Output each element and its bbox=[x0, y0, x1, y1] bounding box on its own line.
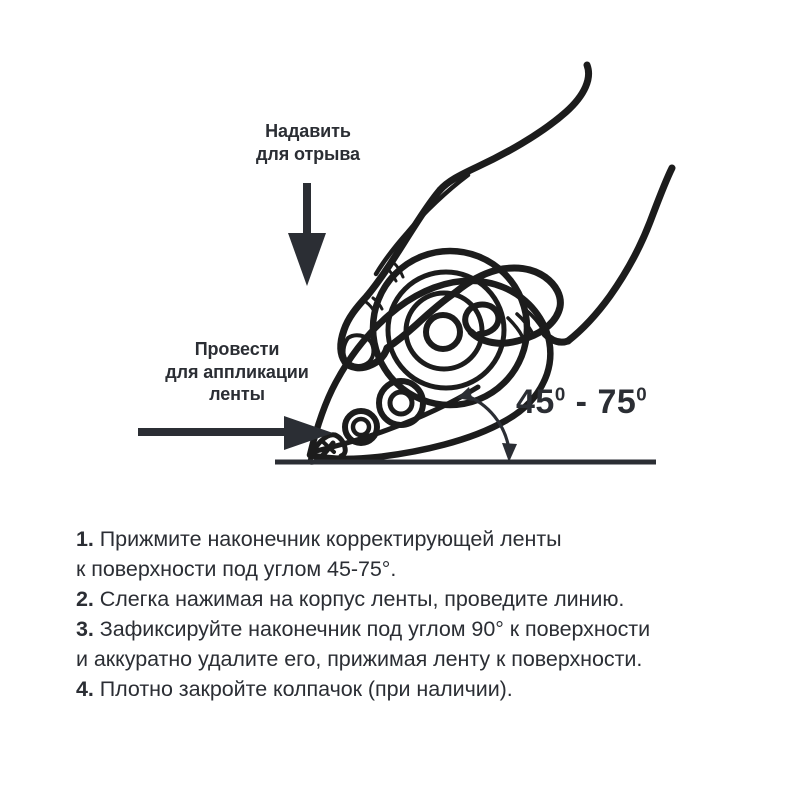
instruction-number: 2. bbox=[76, 587, 94, 611]
callout-apply-tape: Провести для аппликации ленты bbox=[165, 339, 309, 405]
instruction-line: 4. Плотно закройте колпачок (при наличии… bbox=[76, 674, 788, 704]
tape-reel bbox=[369, 247, 531, 409]
correction-tape-body bbox=[306, 277, 554, 462]
angle-separator: - bbox=[565, 383, 598, 421]
instruction-text: Прижмите наконечник корректирующей ленты bbox=[93, 527, 562, 551]
instruction-line: 2. Слегка нажимая на корпус ленты, прове… bbox=[76, 584, 788, 614]
instruction-text: и аккуратно удалите его, прижимая ленту … bbox=[76, 647, 643, 671]
instruction-text: к поверхности под углом 45-75°. bbox=[76, 557, 397, 581]
instruction-text: Зафиксируйте наконечник под углом 90° к … bbox=[93, 617, 651, 641]
angle-from: 45 bbox=[516, 383, 555, 421]
instruction-line: к поверхности под углом 45-75°. bbox=[76, 554, 788, 584]
correction-tape-illustration bbox=[138, 61, 676, 465]
angle-arc-arrowhead-upper bbox=[457, 387, 473, 401]
instruction-line: 3. Зафиксируйте наконечник под углом 90°… bbox=[76, 614, 788, 644]
instruction-number: 4. bbox=[76, 677, 94, 701]
instruction-text: Слегка нажимая на корпус ленты, проведит… bbox=[93, 587, 625, 611]
tape-guide-rollers bbox=[342, 378, 426, 446]
callout-press-to-tear: Надавить для отрыва bbox=[256, 121, 360, 164]
instruction-line: и аккуратно удалите его, прижимая ленту … bbox=[76, 644, 788, 674]
instruction-number: 3. bbox=[76, 617, 94, 641]
hand-outline bbox=[337, 61, 676, 372]
angle-degree-glyph-to: 0 bbox=[636, 383, 648, 405]
right-arrow bbox=[138, 416, 333, 450]
angle-range-label: 450 - 750 bbox=[516, 385, 647, 419]
angle-arc-arrowhead-lower bbox=[502, 443, 517, 462]
angle-to: 75 bbox=[597, 383, 637, 421]
instruction-text: Плотно закройте колпачок (при наличии). bbox=[93, 677, 513, 701]
down-arrow bbox=[288, 183, 326, 286]
instruction-list: 1. Прижмите наконечник корректирующей ле… bbox=[76, 524, 788, 704]
instruction-number: 1. bbox=[76, 527, 94, 551]
instruction-line: 1. Прижмите наконечник корректирующей ле… bbox=[76, 524, 788, 554]
angle-degree-glyph-from: 0 bbox=[554, 383, 566, 405]
